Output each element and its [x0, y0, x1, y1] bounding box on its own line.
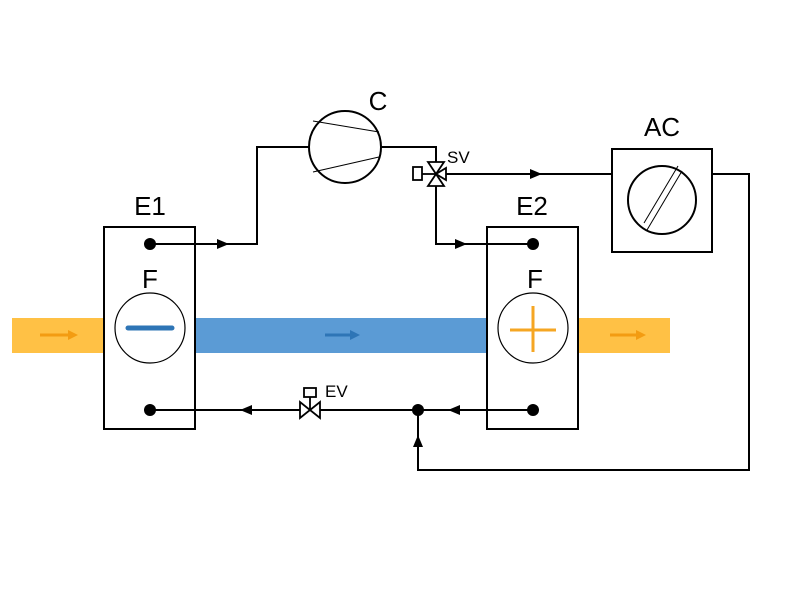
- pipe-compressor-to-sv: [381, 146, 437, 162]
- e1-top-port: [144, 238, 156, 250]
- pipe-sv-to-e2: [435, 186, 533, 245]
- expansion-valve-label: EV: [325, 382, 348, 401]
- e1-bottom-port: [144, 404, 156, 416]
- plus-fan-icon: [497, 292, 569, 364]
- compressor-label: C: [369, 86, 388, 116]
- exchanger-e2-box: [486, 226, 579, 430]
- arrow-to-e1: [240, 405, 252, 415]
- exchanger-e1-label: E1: [134, 191, 166, 221]
- arrow-to-e2: [455, 239, 467, 249]
- arrow-to-ac: [530, 169, 542, 179]
- minus-fan-icon: [114, 292, 186, 364]
- arrow-ac-return-up: [413, 435, 423, 447]
- pipe-ac-return: [417, 173, 750, 471]
- refrigerant-piping: [150, 146, 750, 471]
- expansion-valve-icon: [299, 387, 321, 420]
- port-dots: [144, 238, 539, 416]
- air-conditioner-label: AC: [644, 112, 680, 142]
- switch-valve-label: SV: [447, 148, 470, 167]
- junction-dot: [412, 404, 424, 416]
- fan-1-label: F: [142, 264, 158, 294]
- outlet-flow-arrow: [610, 330, 646, 340]
- arrow-e2-to-junction: [448, 405, 460, 415]
- fan-2-label: F: [527, 264, 543, 294]
- inlet-flow-arrow: [40, 330, 78, 340]
- exchanger-e2-label: E2: [516, 191, 548, 221]
- pipe-flow-arrows: [217, 169, 542, 447]
- air-conditioner-icon: [611, 148, 713, 253]
- arrow-e1-out: [217, 239, 229, 249]
- compressor-icon: [308, 110, 382, 184]
- exchanger-e1-box: [103, 226, 196, 430]
- e2-bottom-port: [527, 404, 539, 416]
- cold-flow-arrow: [325, 330, 360, 340]
- pipe-e1-to-compressor: [150, 146, 309, 245]
- e2-top-port: [527, 238, 539, 250]
- three-way-valve-icon: [412, 161, 447, 187]
